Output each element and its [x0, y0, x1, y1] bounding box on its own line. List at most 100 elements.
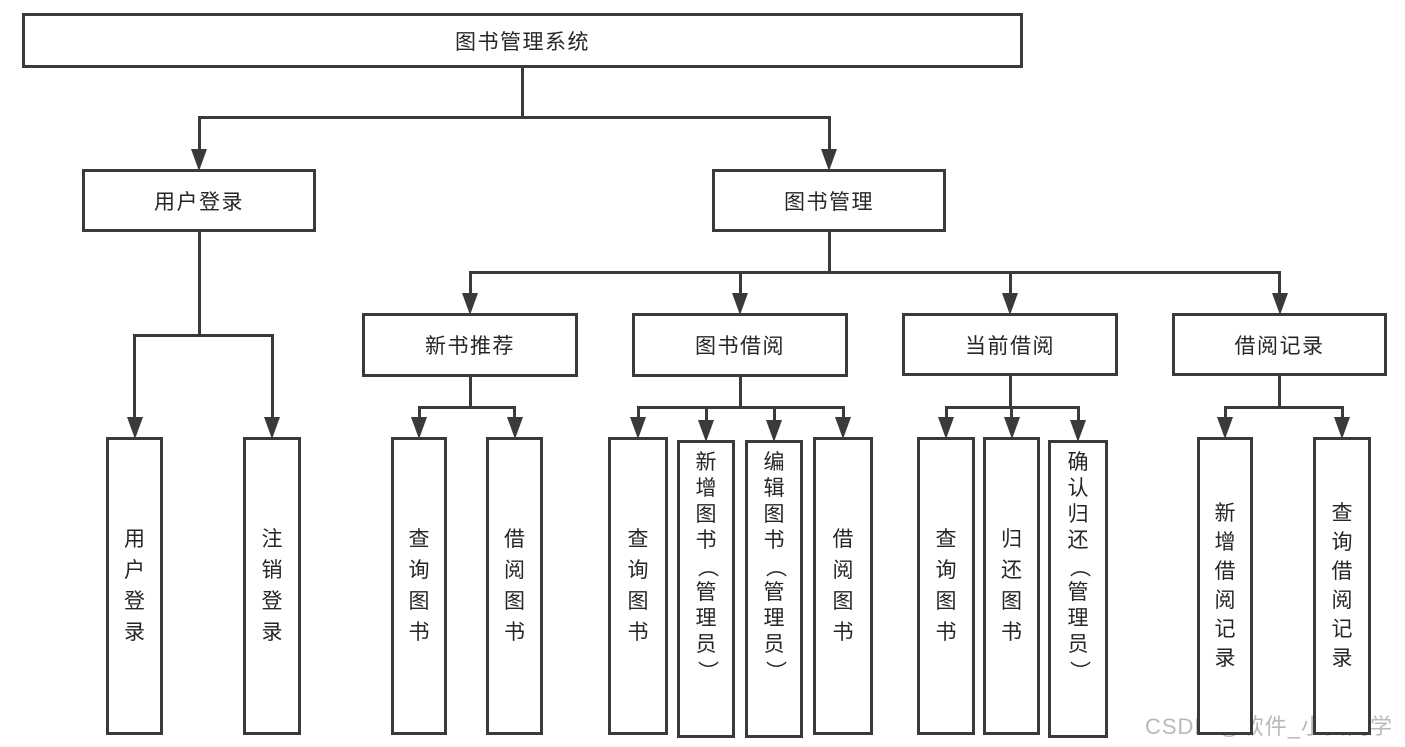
connector-line [704, 407, 708, 424]
arrow-down-icon [835, 417, 851, 439]
node-label-char: 询 [935, 559, 957, 582]
node-label-char: 理 [1067, 607, 1089, 630]
node-label-char: 确 [1067, 451, 1089, 474]
node-label-char: 阅 [1331, 589, 1353, 612]
node-label: 当前借阅 [965, 334, 1055, 358]
connector-line [468, 270, 1281, 274]
tree-node-current: 当前借阅 [902, 313, 1118, 376]
node-label-char: 书 [695, 529, 717, 552]
node-label-char: 书 [408, 621, 430, 644]
node-label-char: 用 [124, 528, 145, 551]
node-label: 新书推荐 [425, 335, 515, 358]
node-label-char: 登 [124, 590, 145, 613]
tree-node-login-user: 用户登录 [106, 437, 163, 735]
node-label-char: 还 [1067, 529, 1089, 552]
node-label-char: 归 [1001, 528, 1022, 551]
connector-line [468, 272, 472, 297]
tree-node-recd-query: 查询借阅记录 [1313, 437, 1371, 735]
node-label-char: 查 [935, 528, 957, 551]
node-label-char: 记 [1331, 618, 1353, 641]
node-label-char: 还 [1001, 559, 1022, 582]
node-label-char: 员 [1067, 633, 1089, 656]
node-label-char: 书 [763, 529, 785, 552]
node-label-char: 记 [1214, 618, 1236, 641]
connector-line [1340, 407, 1344, 421]
arrow-down-icon [698, 420, 714, 442]
node-label-char: 编 [763, 451, 785, 474]
node-label-char: 借 [832, 528, 854, 551]
connector-line [1010, 407, 1013, 421]
node-label-char: 询 [408, 559, 430, 582]
node-label-char: 图 [408, 590, 430, 613]
connector-line [636, 407, 640, 421]
arrow-down-icon [1217, 417, 1233, 439]
connector-line [197, 115, 831, 119]
connector-line [1008, 272, 1012, 297]
node-label-char: 新 [695, 451, 717, 474]
arrow-down-icon [411, 417, 427, 439]
node-label-char: 图 [763, 503, 785, 526]
node-label-char: 辑 [763, 477, 785, 500]
tree-node-rec-borrow: 借阅图书 [486, 437, 543, 735]
node-label-char: 销 [261, 559, 283, 582]
tree-node-mgmt: 图书管理 [712, 169, 946, 232]
node-label-char: 询 [1331, 531, 1353, 554]
node-label-char: 理 [695, 607, 717, 630]
tree-node-borrowing: 图书借阅 [632, 313, 848, 377]
node-label-char: 新 [1214, 502, 1236, 525]
node-label-char: 员 [695, 633, 717, 656]
node-label-char: （ [763, 556, 786, 578]
arrow-down-icon [462, 293, 478, 315]
tree-node-cur-query: 查询图书 [917, 437, 975, 735]
node-label-char: 书 [627, 621, 649, 644]
arrow-down-icon [506, 417, 523, 439]
node-label: 图书管理系统 [455, 30, 590, 54]
connector-line [197, 231, 201, 335]
tree-node-bor-borrow: 借阅图书 [813, 437, 873, 735]
node-label-char: 录 [1331, 647, 1353, 670]
node-label-char: 书 [832, 621, 854, 644]
node-label-char: 查 [627, 528, 649, 551]
arrow-down-icon [630, 417, 646, 439]
node-label: 图书管理 [784, 190, 874, 214]
node-label: 借阅记录 [1234, 334, 1325, 358]
node-label-char: 增 [1214, 531, 1236, 554]
connector-line [827, 231, 831, 272]
tree-node-rec-query: 查询图书 [391, 437, 447, 735]
tree-node-login: 用户登录 [82, 169, 316, 232]
arrow-down-icon [1271, 293, 1288, 315]
node-label-char: 管 [1067, 581, 1089, 604]
connector-line [841, 407, 845, 421]
node-label-char: 认 [1067, 477, 1089, 500]
node-label-char: 增 [695, 477, 717, 500]
arrow-down-icon [264, 417, 280, 439]
node-label-char: 归 [1067, 503, 1089, 526]
node-label-char: 户 [124, 559, 145, 582]
node-label-char: 书 [1001, 621, 1022, 644]
connector-line [417, 407, 421, 421]
tree-node-cur-return: 归还图书 [983, 437, 1040, 735]
node-label: 图书借阅 [695, 335, 785, 358]
node-label-char: 书 [935, 621, 957, 644]
node-label-char: ） [1067, 660, 1090, 682]
tree-node-root: 图书管理系统 [22, 13, 1023, 68]
arrow-down-icon [1002, 293, 1018, 315]
connector-line [738, 376, 742, 407]
tree-node-bor-edit: 编辑图书（管理员） [745, 440, 803, 738]
node-label-char: 借 [1214, 560, 1236, 583]
arrow-down-icon [126, 417, 143, 439]
node-label-char: 图 [695, 503, 717, 526]
node-label-char: 录 [261, 621, 283, 644]
node-label-char: 理 [763, 607, 785, 630]
node-label-char: 图 [627, 590, 649, 613]
node-label-char: 书 [504, 621, 525, 644]
arrow-down-icon [938, 417, 954, 439]
connector-line [1278, 375, 1281, 407]
node-label-char: （ [695, 556, 718, 578]
connector-line [417, 405, 516, 409]
node-label-char: 管 [695, 581, 717, 604]
node-label-char: 图 [1001, 590, 1022, 613]
node-label: 用户登录 [154, 190, 244, 214]
connector-line [1008, 375, 1012, 407]
